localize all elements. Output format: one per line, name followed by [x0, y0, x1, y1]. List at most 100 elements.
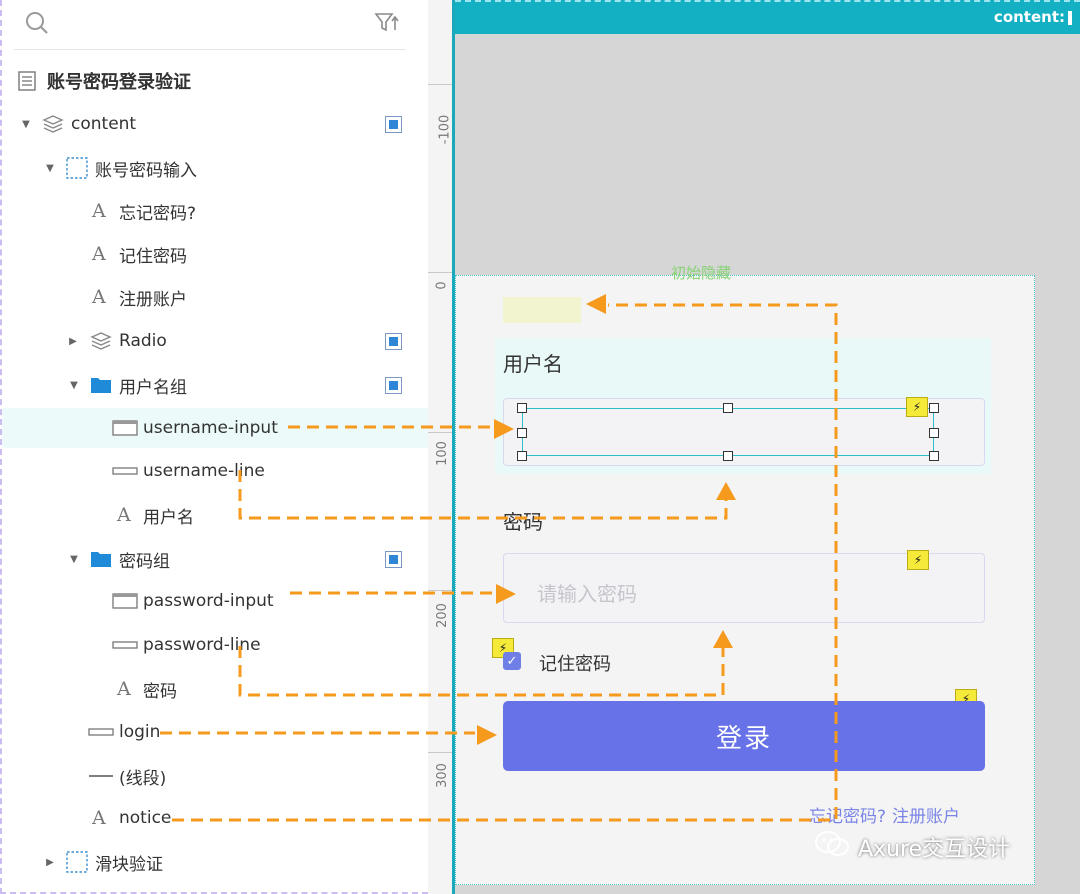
caret-down-icon[interactable]: ▼ [46, 162, 54, 174]
wechat-icon [814, 830, 850, 864]
remember-checkbox[interactable]: ✓ [503, 652, 521, 670]
resize-handle[interactable] [929, 451, 939, 461]
remember-label: 记住密码 [539, 654, 611, 675]
ruler-tick [428, 752, 454, 753]
rectangle-widget-icon [88, 727, 114, 737]
caret-right-icon[interactable]: ▶ [46, 856, 54, 868]
ruler-label: 100 [434, 441, 450, 466]
text-field-icon [112, 420, 138, 436]
rectangle-widget-icon [112, 466, 138, 476]
outline-item-label: 密码组 [119, 551, 170, 572]
login-button[interactable]: 登录 [503, 701, 985, 771]
outline-item-forgot[interactable]: A 忘记密码? [2, 191, 428, 231]
ruler-label: 200 [434, 603, 450, 628]
caret-right-icon[interactable]: ▶ [69, 335, 77, 347]
outline-item-account-input[interactable]: ▼ 账号密码输入 [2, 148, 428, 188]
text-widget-icon: A [92, 243, 106, 265]
outline-item-radio[interactable]: ▶ Radio [2, 321, 428, 361]
outline-item-label: 注册账户 [119, 289, 187, 310]
page-icon [18, 71, 36, 91]
outline-item-password-line[interactable]: password-line [2, 625, 428, 665]
line-widget-icon [88, 774, 114, 778]
filter-icon[interactable] [374, 12, 400, 38]
outline-item-label: 记住密码 [119, 246, 187, 267]
layers-icon [42, 114, 64, 134]
resize-handle[interactable] [517, 428, 527, 438]
folder-icon [90, 376, 112, 394]
forgot-password-link[interactable]: 忘记密码? [809, 807, 887, 827]
watermark-text: Axure交互设计 [858, 837, 1011, 862]
outline-item-label: password-input [143, 591, 274, 611]
outline-search-bar[interactable] [14, 6, 406, 50]
outline-item-label: username-input [143, 418, 278, 438]
ruler-tick [428, 432, 454, 433]
ruler-tick [428, 272, 454, 273]
text-field-icon [112, 593, 138, 609]
layers-icon [90, 331, 112, 351]
outline-item-line-segment[interactable]: (线段) [2, 756, 428, 796]
text-widget-icon: A [117, 504, 131, 526]
outline-item-login[interactable]: login [2, 712, 428, 752]
interaction-bolt-icon[interactable]: ⚡ [906, 397, 928, 417]
outline-item-username-label[interactable]: A 用户名 [2, 495, 428, 535]
interaction-bolt-icon[interactable]: ⚡ [907, 550, 929, 570]
design-canvas[interactable]: content: 初始隐藏 用户名 ⚡ 密码 请输入密码 ⚡ ⚡ ✓ 记住密码 … [455, 0, 1080, 894]
visibility-checkbox[interactable] [385, 332, 402, 350]
caret-down-icon[interactable]: ▼ [70, 379, 78, 391]
rectangle-widget-icon [112, 640, 138, 650]
vertical-ruler: -100 0 100 200 300 [428, 0, 454, 894]
resize-handle[interactable] [929, 403, 939, 413]
outline-item-username-input[interactable]: username-input [2, 408, 428, 448]
register-link[interactable]: 注册账户 [892, 807, 961, 827]
outline-item-notice[interactable]: A notice [2, 798, 428, 838]
outline-item-label: 用户名组 [119, 377, 187, 398]
outline-item-password-label[interactable]: A 密码 [2, 669, 428, 709]
hidden-note: 初始隐藏 [671, 264, 732, 282]
ruler-tick [428, 84, 454, 85]
password-label: 密码 [503, 510, 543, 534]
outline-item-label: 忘记密码? [119, 203, 197, 224]
outline-item-username-group[interactable]: ▼ 用户名组 [2, 365, 428, 405]
outline-item-label: 密码 [143, 681, 177, 702]
outline-item-label: content [71, 114, 137, 134]
outline-item-remember[interactable]: A 记住密码 [2, 234, 428, 274]
caret-down-icon[interactable]: ▼ [70, 553, 78, 565]
outline-item-register[interactable]: A 注册账户 [2, 277, 428, 317]
outline-item-label: Radio [119, 331, 167, 351]
ruler-tick [428, 590, 454, 591]
username-label: 用户名 [503, 352, 563, 376]
caret-down-icon[interactable]: ▼ [22, 118, 30, 130]
ruler-label: 0 [434, 281, 450, 290]
selection-rectangle [522, 408, 934, 456]
visibility-checkbox[interactable] [385, 550, 402, 568]
visibility-checkbox[interactable] [385, 115, 402, 133]
ruler-label: -100 [437, 114, 453, 145]
text-widget-icon: A [92, 286, 106, 308]
text-widget-icon: A [117, 678, 131, 700]
content-panel-bar[interactable]: content: [455, 0, 1080, 34]
text-widget-icon: A [92, 200, 106, 222]
visibility-checkbox[interactable] [385, 376, 402, 394]
resize-handle[interactable] [723, 451, 733, 461]
outline-page-title: 账号密码登录验证 [47, 72, 191, 93]
notice-links: 忘记密码?注册账户 [809, 802, 966, 827]
resize-handle[interactable] [517, 451, 527, 461]
outline-item-label: 账号密码输入 [95, 160, 197, 181]
search-icon[interactable] [24, 10, 50, 40]
outline-page-row[interactable]: 账号密码登录验证 [2, 61, 428, 101]
resize-handle[interactable] [929, 428, 939, 438]
hidden-message-box[interactable] [503, 297, 581, 323]
outline-item-label: username-line [143, 461, 265, 481]
outline-item-password-group[interactable]: ▼ 密码组 [2, 539, 428, 579]
outline-item-password-input[interactable]: password-input [2, 581, 428, 621]
outline-item-label: 用户名 [143, 507, 194, 528]
watermark: Axure交互设计 [814, 830, 1010, 864]
outline-item-username-line[interactable]: username-line [2, 451, 428, 491]
outline-item-slider-verify[interactable]: ▶ 滑块验证 [2, 842, 428, 882]
dynamic-panel-icon [66, 157, 88, 179]
resize-handle[interactable] [723, 403, 733, 413]
outline-item-content[interactable]: ▼ content [2, 104, 428, 144]
resize-handle[interactable] [517, 403, 527, 413]
outline-item-label: password-line [143, 635, 261, 655]
outline-panel: 账号密码登录验证 ▼ content ▼ 账号密码输入 A 忘记密码? A 记住… [0, 0, 430, 894]
